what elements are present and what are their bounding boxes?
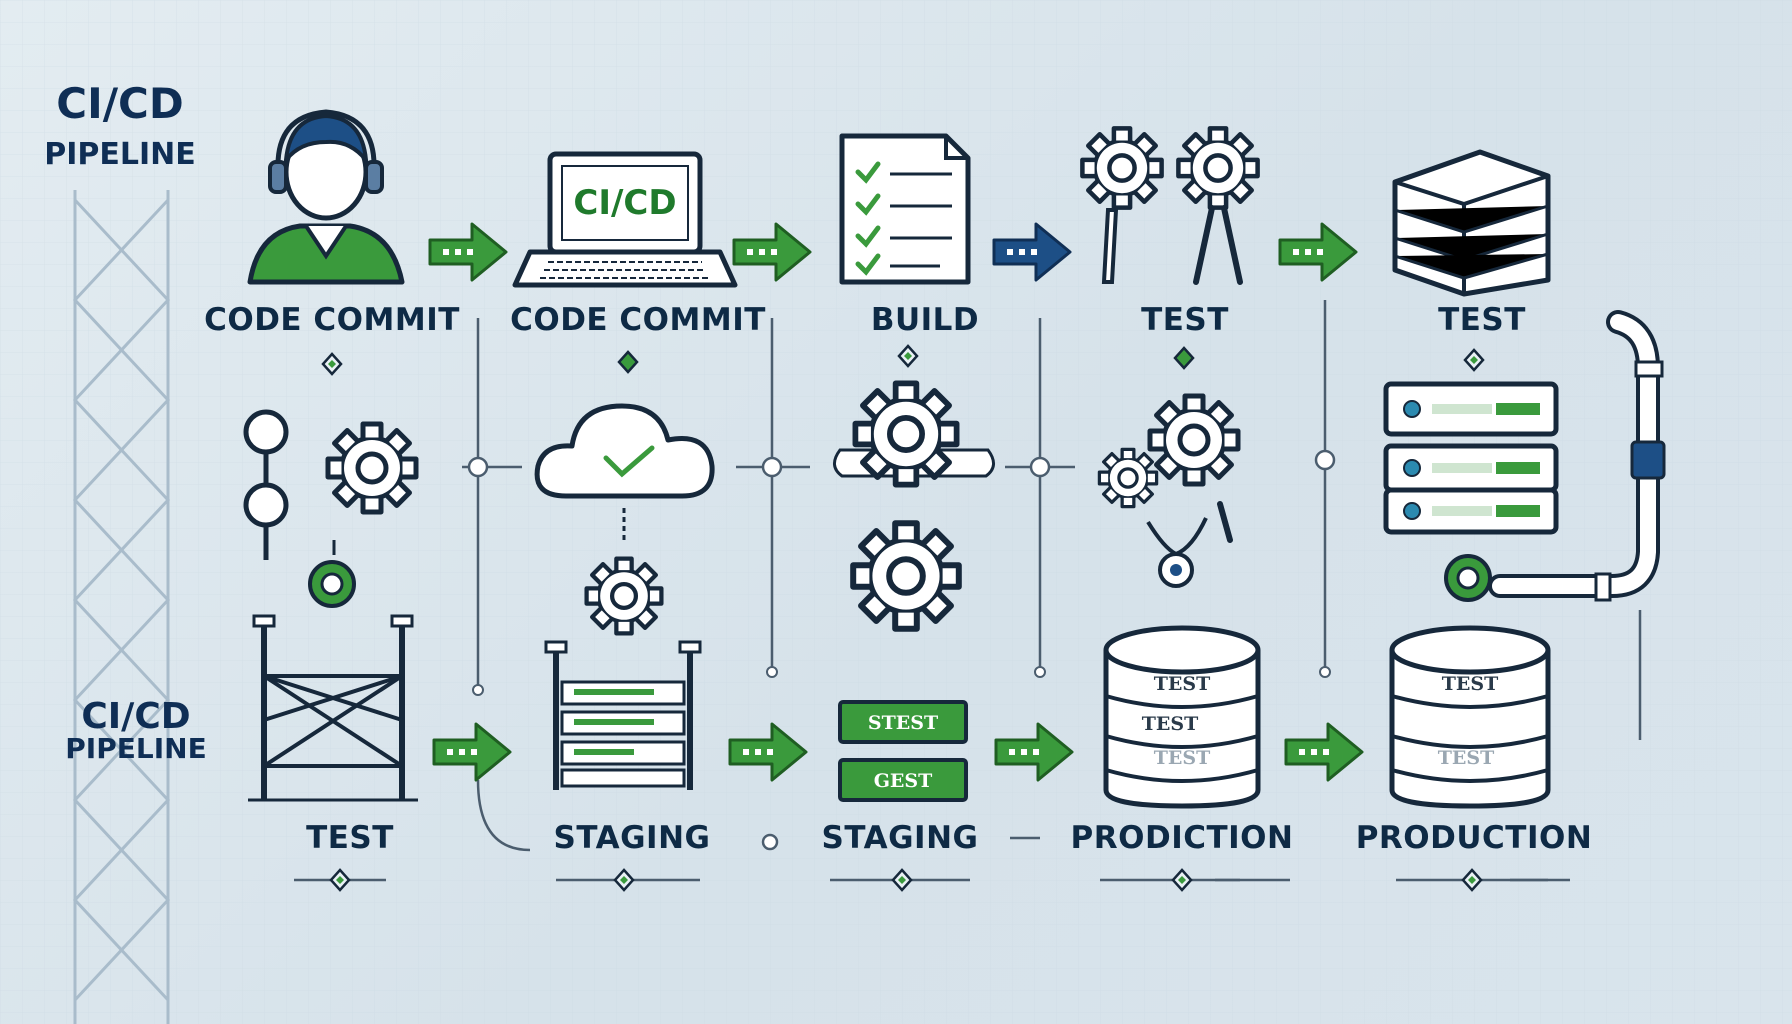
- db-left-tag-2: TEST: [1142, 713, 1198, 735]
- target-node-icon: [308, 560, 356, 608]
- scaffold-icon: [248, 614, 418, 802]
- title-line2: PIPELINE: [44, 137, 196, 172]
- db-left-tag-1: TEST: [1154, 673, 1210, 695]
- label-top-4: TEST: [1141, 302, 1229, 338]
- label-bottom-3: STAGING: [822, 820, 979, 856]
- gear-tools-icon: [1082, 128, 1257, 285]
- bottom-row-labels: TEST STAGING STAGING PRODICTION PRODUCTI…: [306, 820, 1592, 856]
- checklist-document-icon: [839, 133, 971, 285]
- subtitle-line2: PIPELINE: [65, 732, 206, 765]
- node-chain-icon: [243, 409, 289, 560]
- title-line1: CI/CD: [56, 79, 183, 128]
- gear-icon: [328, 424, 416, 512]
- label-top-5: TEST: [1438, 302, 1526, 338]
- top-row-labels: CODE COMMIT CODE COMMIT BUILD TEST TEST: [204, 302, 1526, 338]
- laptop-icon: CI/CD: [512, 151, 738, 288]
- build-gear-icon-2: [853, 523, 959, 629]
- left-tower: [72, 190, 171, 1024]
- server-stack-icon: [1392, 149, 1551, 297]
- test-gear-icon: [1150, 396, 1238, 484]
- label-top-2: CODE COMMIT: [510, 302, 766, 338]
- laptop-screen-text: CI/CD: [573, 183, 676, 223]
- mid-connectors: [462, 449, 1336, 851]
- rack-server-icon: [1383, 381, 1559, 535]
- database-icon-right: TEST TEST: [1389, 625, 1551, 809]
- db-right-tag-2: TEST: [1438, 747, 1494, 769]
- label-top-3: BUILD: [871, 302, 979, 338]
- clamp-icon: [1146, 501, 1233, 588]
- staging-tags: STEST GEST: [838, 700, 968, 802]
- label-top-1: CODE COMMIT: [204, 302, 460, 338]
- gear-icon-staging: [587, 559, 662, 634]
- staging-rack-icon: [544, 640, 702, 790]
- subtitle-line1: CI/CD: [81, 696, 190, 737]
- target-node-icon-right: [1444, 554, 1492, 602]
- vertical-connectors: [476, 300, 1642, 882]
- db-right-tag-1: TEST: [1442, 673, 1498, 695]
- database-icon-left: TEST TEST TEST: [1103, 625, 1261, 809]
- label-bottom-5: PRODUCTION: [1356, 820, 1593, 856]
- db-left-tag-3: TEST: [1154, 747, 1210, 769]
- staging-tag-1: STEST: [868, 712, 938, 734]
- bottom-markers: [294, 868, 1548, 892]
- test-gear-small-icon: [1097, 447, 1159, 509]
- build-gear-icon: [855, 383, 956, 484]
- label-bottom-1: TEST: [306, 820, 394, 856]
- pipe-icon: [1488, 310, 1666, 602]
- label-bottom-2: STAGING: [554, 820, 711, 856]
- label-bottom-4: PRODICTION: [1071, 820, 1294, 856]
- staging-tag-2: GEST: [874, 770, 933, 792]
- developer-headset-icon: [247, 109, 405, 285]
- cloud-check-icon: [534, 403, 715, 540]
